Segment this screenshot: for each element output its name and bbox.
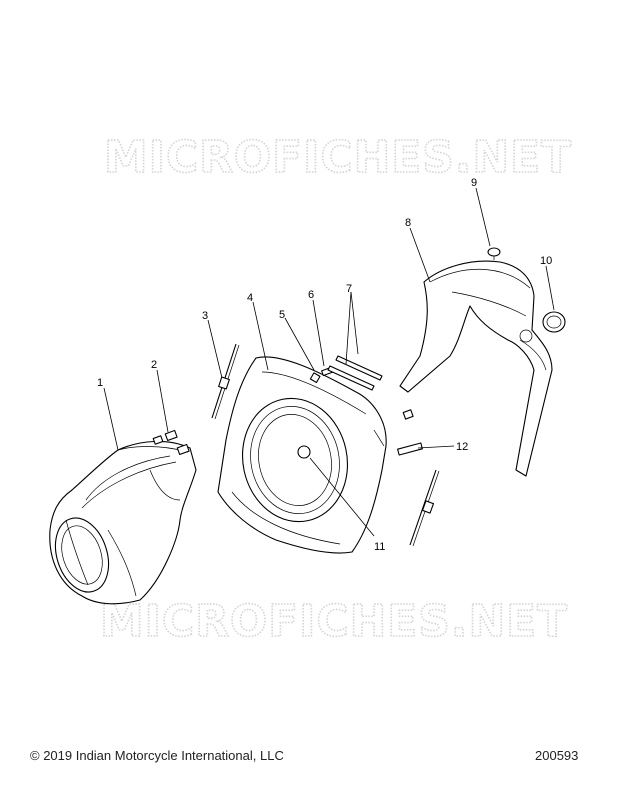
- part-8-fairing-cap: [399, 260, 553, 477]
- part-1-nacelle: [49, 440, 197, 605]
- callout-11: 11: [374, 541, 385, 553]
- callout-1: 1: [97, 377, 103, 389]
- part-12-bolt: [397, 442, 423, 456]
- watermark-top: MICROFICHES.NET: [104, 132, 572, 183]
- callout-10: 10: [540, 255, 552, 267]
- part-4-inner-fairing: [217, 356, 387, 554]
- leader-lines: [103, 187, 555, 537]
- part-11-nut: [402, 409, 414, 420]
- callout-5: 5: [279, 309, 285, 321]
- callout-7: 7: [346, 283, 352, 295]
- part-7-trim-strips: [327, 355, 383, 391]
- part-3-cable-tie: [211, 343, 240, 420]
- part-5-screw: [309, 372, 321, 384]
- part-9-fastener: [487, 247, 501, 260]
- part-10-grommet: [542, 311, 566, 333]
- callout-4: 4: [247, 292, 253, 304]
- copyright-notice: © 2019 Indian Motorcycle International, …: [30, 748, 284, 763]
- document-number: 200593: [535, 748, 579, 763]
- watermark-bottom: MICROFICHES.NET: [100, 596, 568, 647]
- callout-6: 6: [308, 289, 314, 301]
- callout-8: 8: [405, 217, 411, 229]
- callout-12: 12: [456, 441, 468, 453]
- part-2-clips: [152, 429, 190, 456]
- callout-9: 9: [471, 177, 477, 189]
- cable-tie-lower: [409, 469, 440, 547]
- callout-3: 3: [202, 310, 208, 322]
- callout-2: 2: [151, 359, 157, 371]
